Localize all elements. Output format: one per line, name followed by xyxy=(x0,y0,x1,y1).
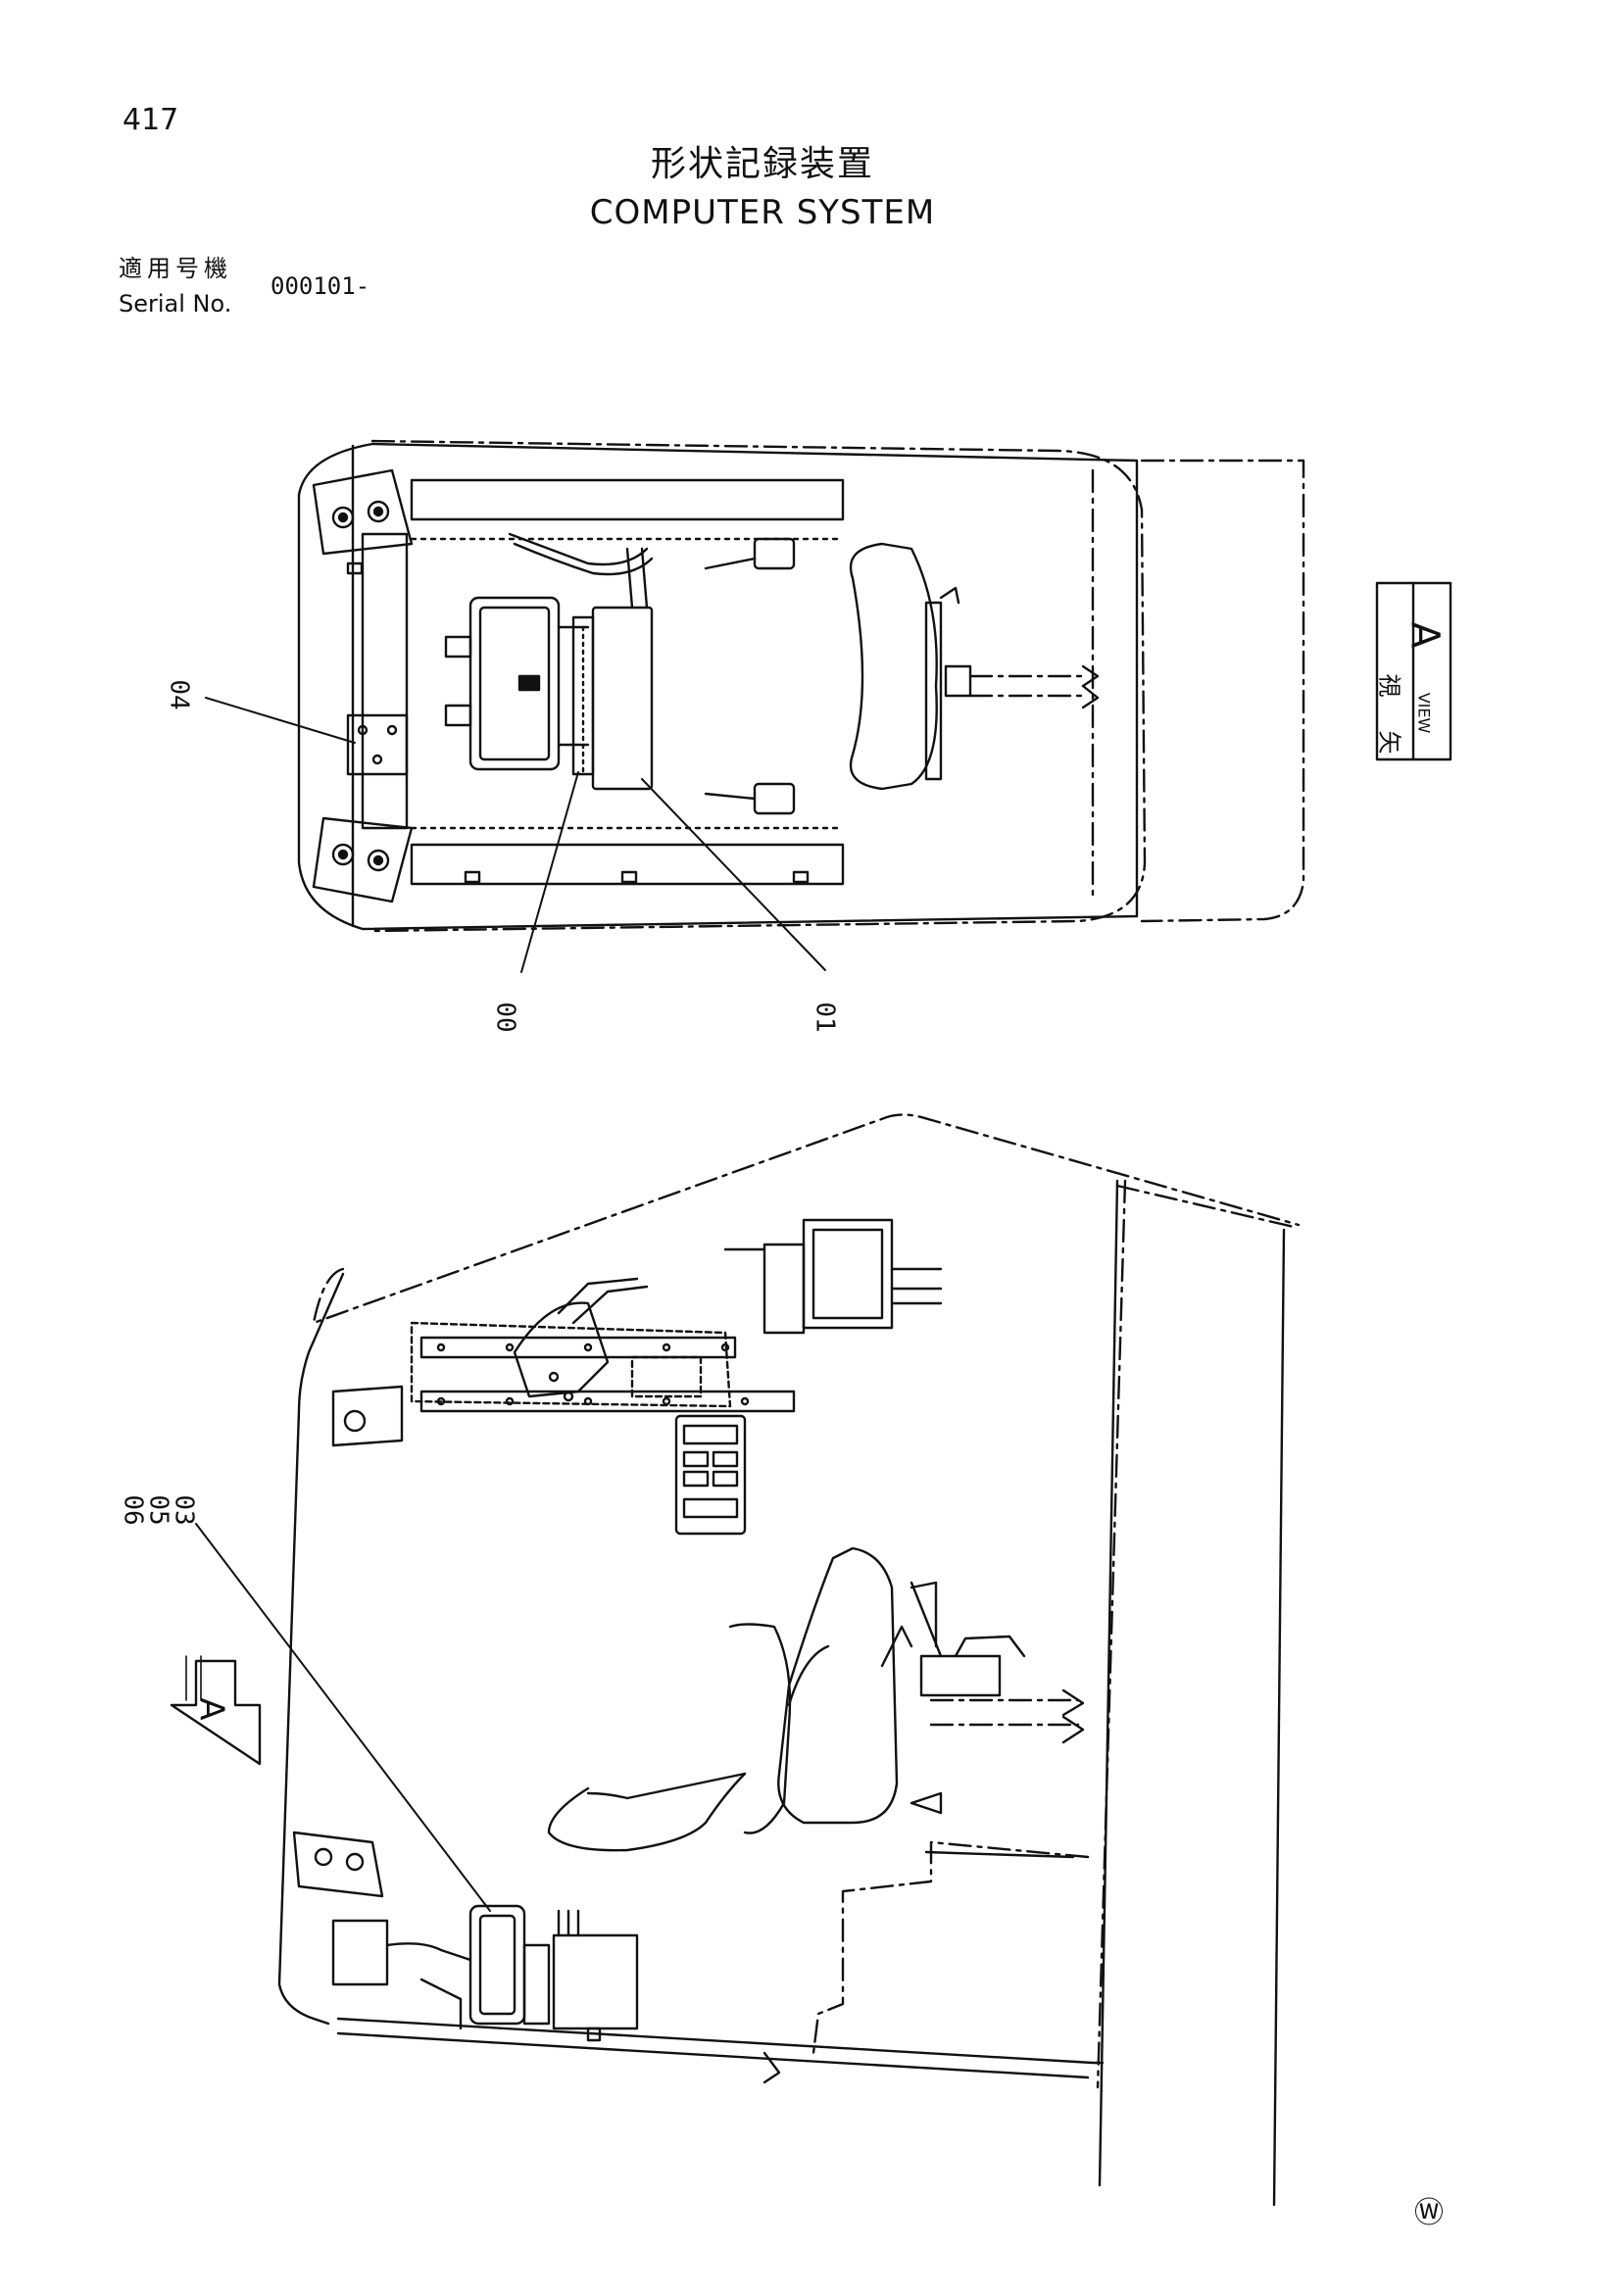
view-tag-jp-line1: 矢 xyxy=(1375,730,1403,755)
cab-outline-top xyxy=(370,439,1147,933)
controller-unit-01 xyxy=(591,606,654,791)
lower-unit-cluster xyxy=(292,1831,781,2084)
view-tag-jp-line2: 視 xyxy=(1375,673,1403,698)
callout-03: 03 xyxy=(169,1494,199,1526)
callout-04: 04 xyxy=(164,679,194,710)
callout-01: 01 xyxy=(810,1001,840,1033)
cab-outline-side xyxy=(312,1113,1301,1325)
leader-line-04 xyxy=(205,697,356,744)
leader-line-01 xyxy=(641,778,826,971)
base-frame xyxy=(297,442,1139,931)
console-bracket xyxy=(331,1277,796,1447)
view-a-tag xyxy=(1375,581,1452,761)
seat-side-view xyxy=(547,1546,1085,1852)
serial-label-en: Serial No. xyxy=(119,290,232,318)
side-view-drawing xyxy=(170,1113,1301,2207)
view-tag-letter: A xyxy=(1402,621,1448,649)
leader-line-00 xyxy=(520,771,579,973)
view-a-arrow xyxy=(170,1659,262,1766)
page-title-jp: 形状記録装置 xyxy=(650,144,874,184)
main-unit-block xyxy=(468,596,561,771)
serial-number-value: 000101- xyxy=(270,272,370,300)
seat-top-view xyxy=(849,542,938,791)
view-arrow-letter: A xyxy=(191,1697,231,1721)
page-number: 417 xyxy=(123,103,179,137)
bracket-04 xyxy=(346,713,409,776)
leader-line-06-05-03 xyxy=(195,1523,491,1912)
rear-block-outline xyxy=(1140,459,1305,923)
monitor-unit xyxy=(723,1218,943,1335)
view-tag-en: VIEW xyxy=(1414,692,1434,734)
footer-symbol: Ⓦ xyxy=(1414,2196,1444,2230)
cab-body xyxy=(277,1272,345,2026)
callout-00: 00 xyxy=(490,1001,520,1033)
serial-label-jp: 適用号機 xyxy=(119,255,232,282)
page-title-en: COMPUTER SYSTEM xyxy=(589,193,936,232)
keypad-panel xyxy=(674,1414,747,1536)
top-view-drawing xyxy=(205,439,1305,973)
